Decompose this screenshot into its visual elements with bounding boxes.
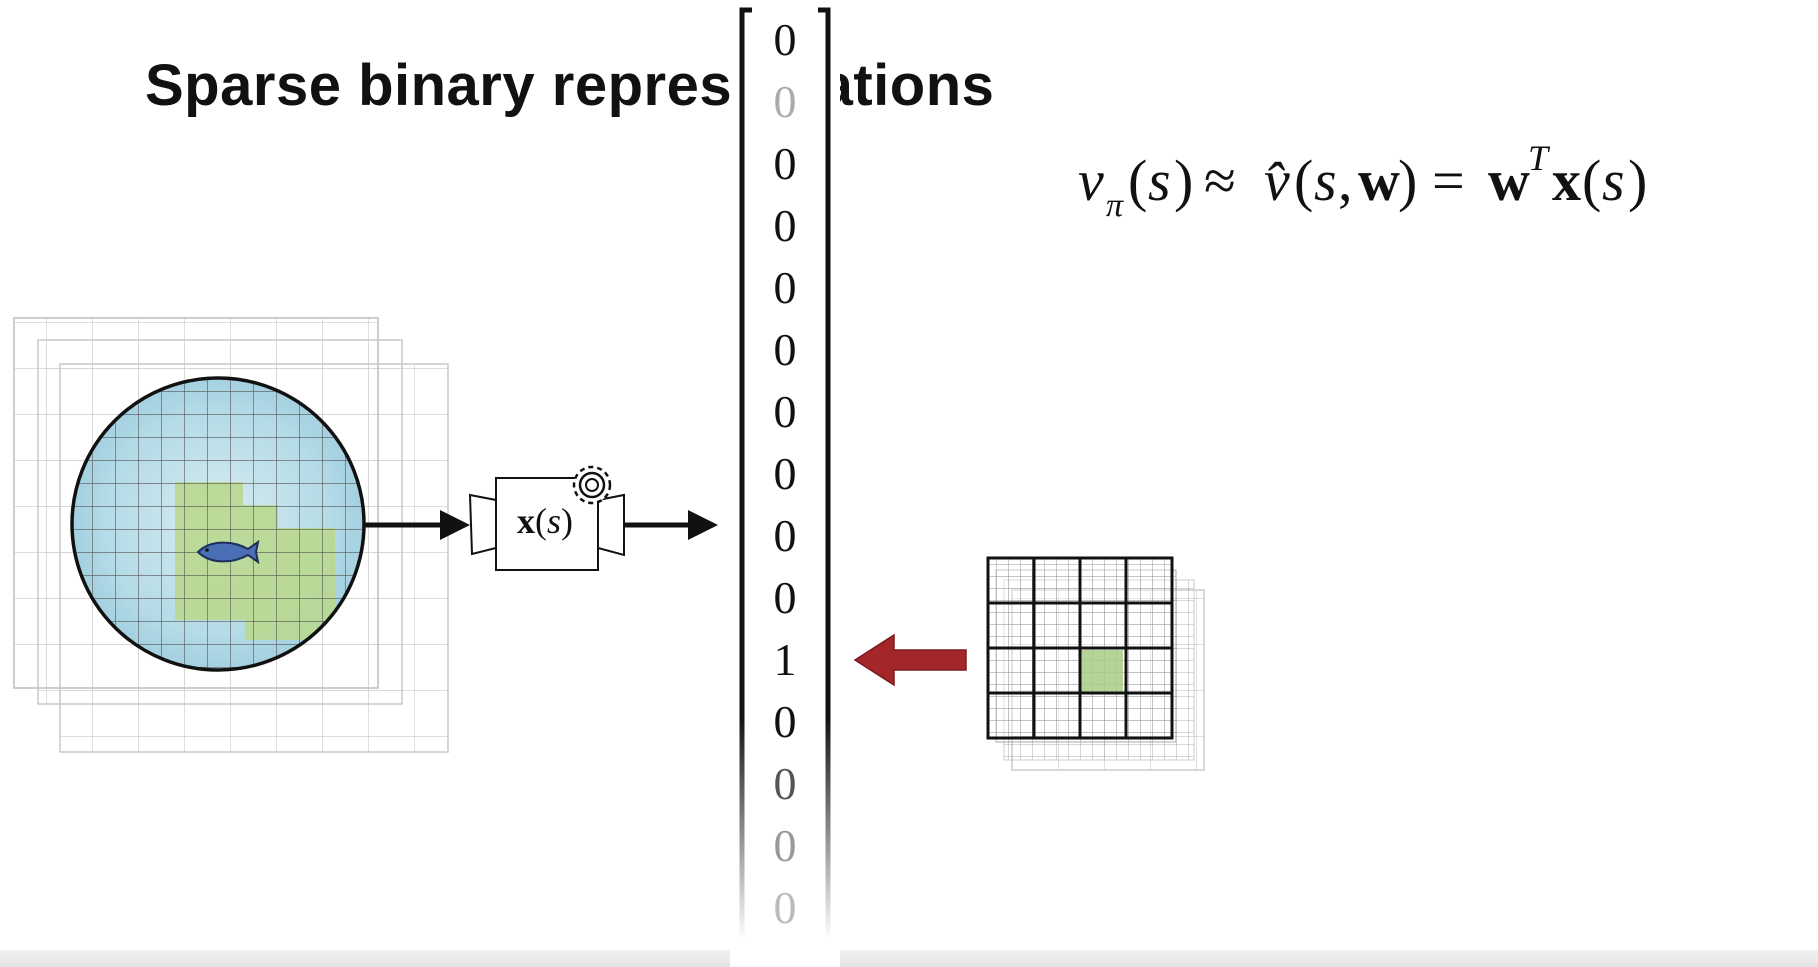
vector-entry: 0 [773, 138, 797, 189]
formula-approx: ≈ [1204, 148, 1236, 213]
svg-text:(: ( [1128, 148, 1147, 213]
arrow-to-feature-box [364, 510, 470, 540]
feature-x: x [516, 501, 535, 541]
vector-entry: 0 [773, 386, 797, 437]
feature-vector: 0 0 0 0 0 0 0 0 0 0 1 0 0 0 0 [730, 0, 840, 967]
vector-entry: 0 [773, 76, 797, 127]
svg-text:): ) [1628, 148, 1647, 213]
feature-s: s [546, 501, 561, 541]
formula-w2: w [1488, 148, 1530, 213]
tiling-stack [986, 556, 1205, 771]
formula-transpose: T [1528, 140, 1551, 178]
state-space-circle [70, 376, 366, 672]
bottom-bar [0, 950, 1818, 967]
value-function-formula: v π ( s ) ≈ v̂ ( s , w ) = w T x ( s ) [1078, 140, 1647, 224]
formula-w1: w [1358, 148, 1400, 213]
vector-entry: 0 [773, 572, 797, 623]
vector-entry: 0 [773, 758, 797, 809]
formula-s3: s [1602, 148, 1625, 213]
svg-text:(: ( [1582, 148, 1601, 213]
formula-equals: = [1432, 148, 1465, 213]
formula-vhat: v̂ [1264, 148, 1290, 213]
vector-brackets [739, 7, 831, 940]
vector-entry: 0 [773, 14, 797, 65]
vector-entry: 0 [773, 262, 797, 313]
svg-text:): ) [1398, 148, 1417, 213]
left-arrow-icon [853, 633, 967, 687]
vector-entry: 0 [773, 820, 797, 871]
vector-entry: 0 [773, 696, 797, 747]
vector-entry-active: 1 [773, 634, 797, 685]
gear-icon [572, 465, 612, 505]
formula-v: v [1078, 148, 1104, 213]
vector-entry: 0 [773, 448, 797, 499]
vector-entry: 0 [773, 324, 797, 375]
formula-pi: π [1106, 187, 1124, 224]
vector-entry: 0 [773, 200, 797, 251]
vector-entry: 0 [773, 510, 797, 561]
svg-text:(: ( [1294, 148, 1313, 213]
slide-title: Sparse binary representations [145, 53, 995, 118]
formula-s2: s [1314, 148, 1337, 213]
svg-text:,: , [1338, 148, 1353, 213]
active-tile [1081, 650, 1123, 692]
vector-entry: 0 [773, 882, 797, 933]
formula-x: x [1552, 148, 1581, 213]
svg-text:): ) [1174, 148, 1193, 213]
fish-icon [196, 539, 260, 565]
feature-function-label: x(s) [516, 501, 573, 541]
formula-s1: s [1148, 148, 1171, 213]
arrow-to-vector [624, 510, 718, 540]
